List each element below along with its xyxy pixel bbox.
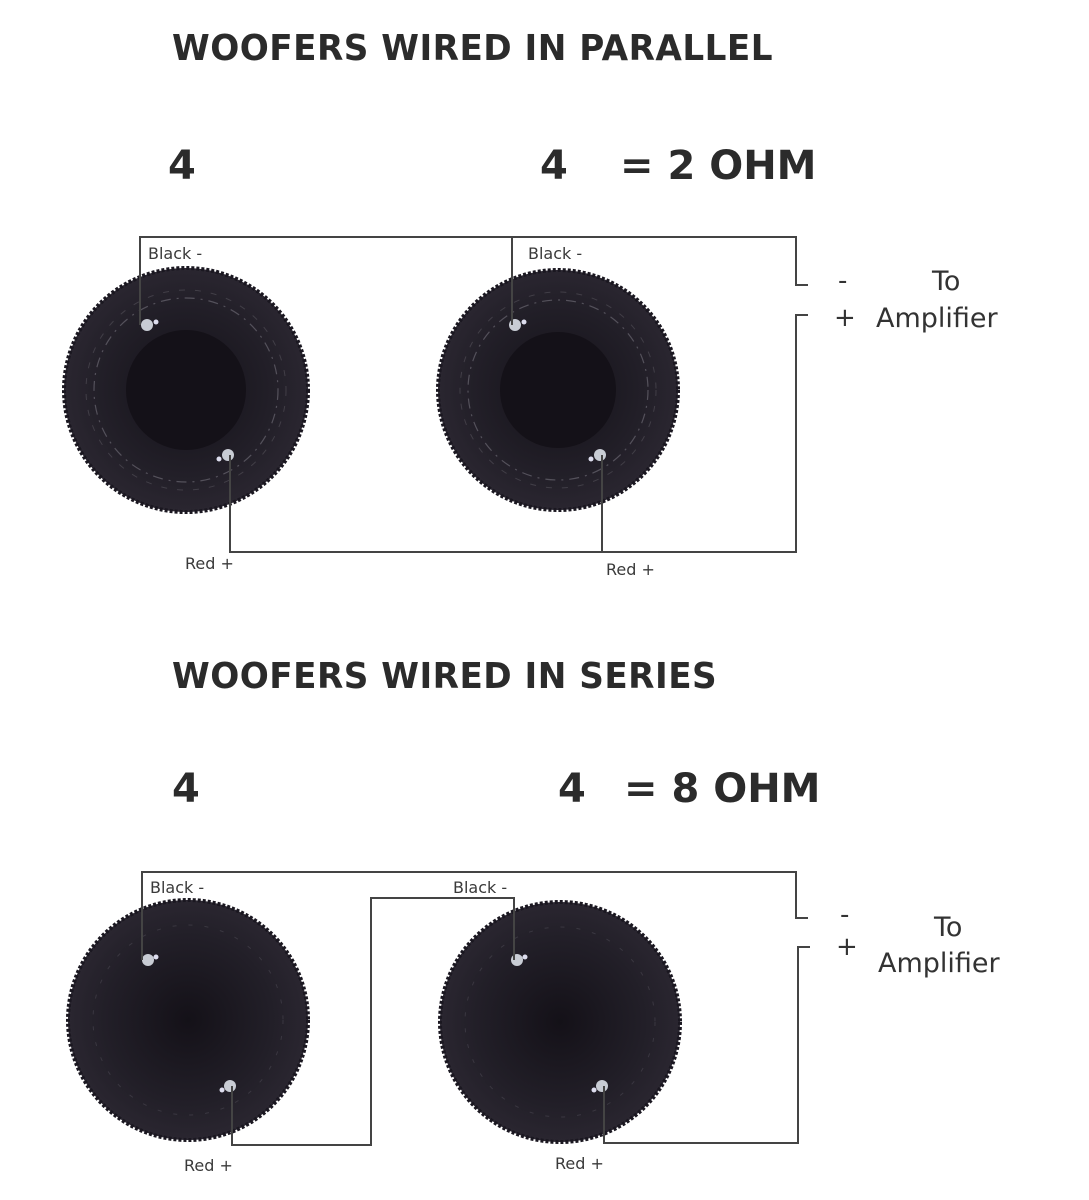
parallel-amp-label-amplifier: Amplifier bbox=[876, 303, 998, 334]
series-amp-label-to: To bbox=[934, 912, 963, 943]
parallel-woofer2-ohm: 4 bbox=[540, 143, 568, 189]
series-woofer-1 bbox=[66, 898, 310, 1142]
series-positive-terminal: + bbox=[836, 932, 858, 962]
series-title: WOOFERS WIRED IN SERIES bbox=[172, 656, 718, 697]
parallel-amp-label-to: To bbox=[932, 266, 961, 297]
parallel-woofer1-red-label: Red + bbox=[185, 554, 234, 573]
series-woofer1-black-label: Black - bbox=[150, 878, 205, 897]
series-negative-terminal: - bbox=[840, 900, 850, 930]
series-wires bbox=[141, 871, 810, 1146]
parallel-woofer-2 bbox=[436, 268, 680, 512]
parallel-negative-terminal: - bbox=[838, 266, 848, 296]
series-woofer1-ohm: 4 bbox=[172, 766, 200, 812]
parallel-woofer2-red-label: Red + bbox=[606, 560, 655, 579]
series-woofer1-red-label: Red + bbox=[184, 1156, 233, 1175]
series-woofer2-red-label: Red + bbox=[555, 1154, 604, 1173]
parallel-wires bbox=[139, 236, 808, 553]
series-woofer2-black-label: Black - bbox=[453, 878, 508, 897]
parallel-woofer1-ohm: 4 bbox=[168, 143, 196, 189]
parallel-title: WOOFERS WIRED IN PARALLEL bbox=[172, 28, 773, 69]
parallel-woofer2-black-label: Black - bbox=[528, 244, 583, 263]
series-woofer-2 bbox=[438, 900, 682, 1144]
parallel-result: = 2 OHM bbox=[620, 143, 817, 189]
series-woofer2-ohm: 4 bbox=[558, 766, 586, 812]
parallel-woofer1-black-label: Black - bbox=[148, 244, 203, 263]
parallel-woofer-1 bbox=[62, 266, 310, 514]
series-result: = 8 OHM bbox=[624, 766, 821, 812]
parallel-positive-terminal: + bbox=[834, 303, 856, 333]
series-amp-label-amplifier: Amplifier bbox=[878, 948, 1000, 979]
